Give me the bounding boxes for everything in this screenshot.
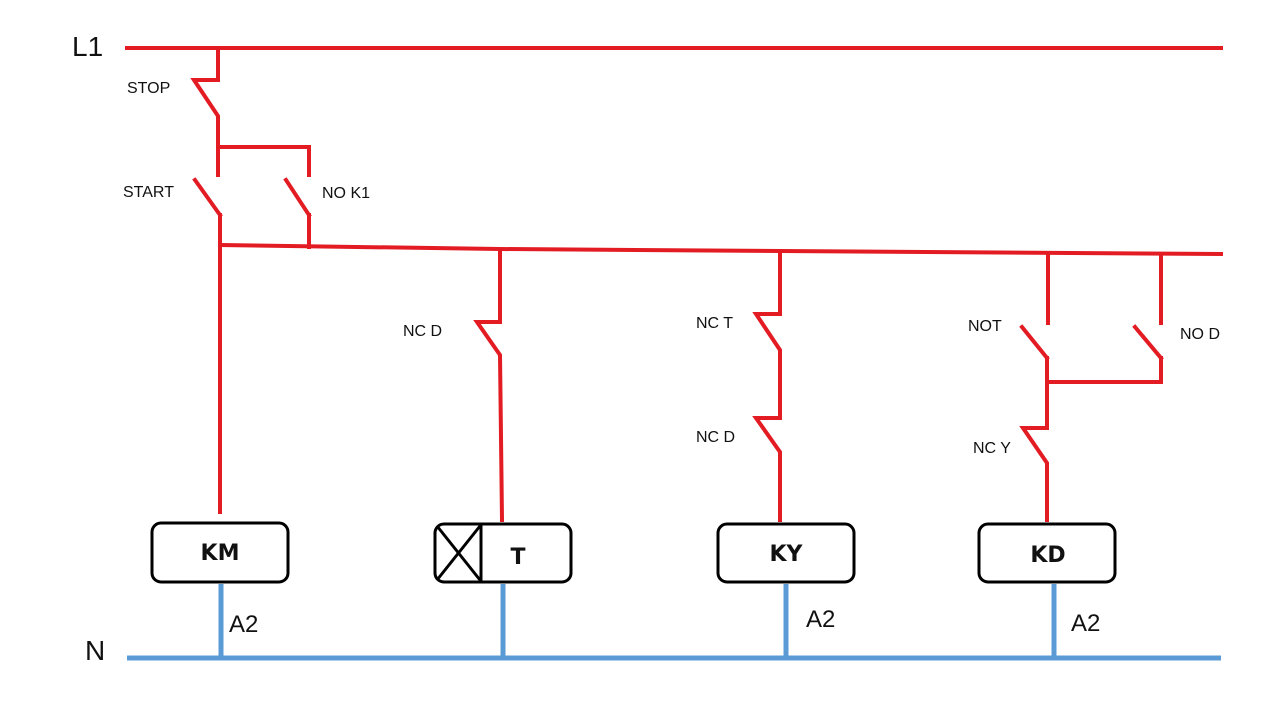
km-coil <box>150 521 290 584</box>
a2-ky-label: A2 <box>806 606 835 633</box>
stop-contact <box>190 46 220 177</box>
start-contact <box>192 177 223 218</box>
no-d-contact <box>1132 324 1164 361</box>
nc-d-ky-label: NC D <box>696 429 735 446</box>
nc-t-contact <box>752 249 782 522</box>
kd-coil-label: KD <box>1030 543 1065 568</box>
t-coil <box>433 522 573 584</box>
no-d-label: NO D <box>1180 326 1220 343</box>
a2-kd-label: A2 <box>1071 610 1100 637</box>
n-label: N <box>85 635 105 666</box>
stop-label: STOP <box>127 80 170 97</box>
kd-coil <box>977 522 1117 584</box>
nc-y-label: NC Y <box>973 440 1011 457</box>
km-coil-label: KM <box>201 541 240 566</box>
l1-label: L1 <box>72 31 103 62</box>
ky-coil-label: KY <box>770 542 804 567</box>
ky-coil <box>716 522 856 584</box>
kd-join-wire <box>1045 356 1163 384</box>
control-bus <box>217 242 1224 257</box>
no-k1-label: NO K1 <box>322 185 370 202</box>
not-label: NOT <box>968 318 1002 335</box>
t-coil-label: T <box>510 545 525 570</box>
start-label: START <box>123 184 174 201</box>
nc-t-label: NC T <box>696 315 733 332</box>
nc-d-timer-label: NC D <box>403 323 442 340</box>
no-k1-contact <box>283 177 312 218</box>
a2-km-label: A2 <box>229 611 258 638</box>
not-contact <box>1019 324 1050 361</box>
nc-y-contact <box>1019 356 1049 522</box>
t-coil-cross-b <box>435 525 482 581</box>
nc-d-timer-contact <box>473 247 505 523</box>
